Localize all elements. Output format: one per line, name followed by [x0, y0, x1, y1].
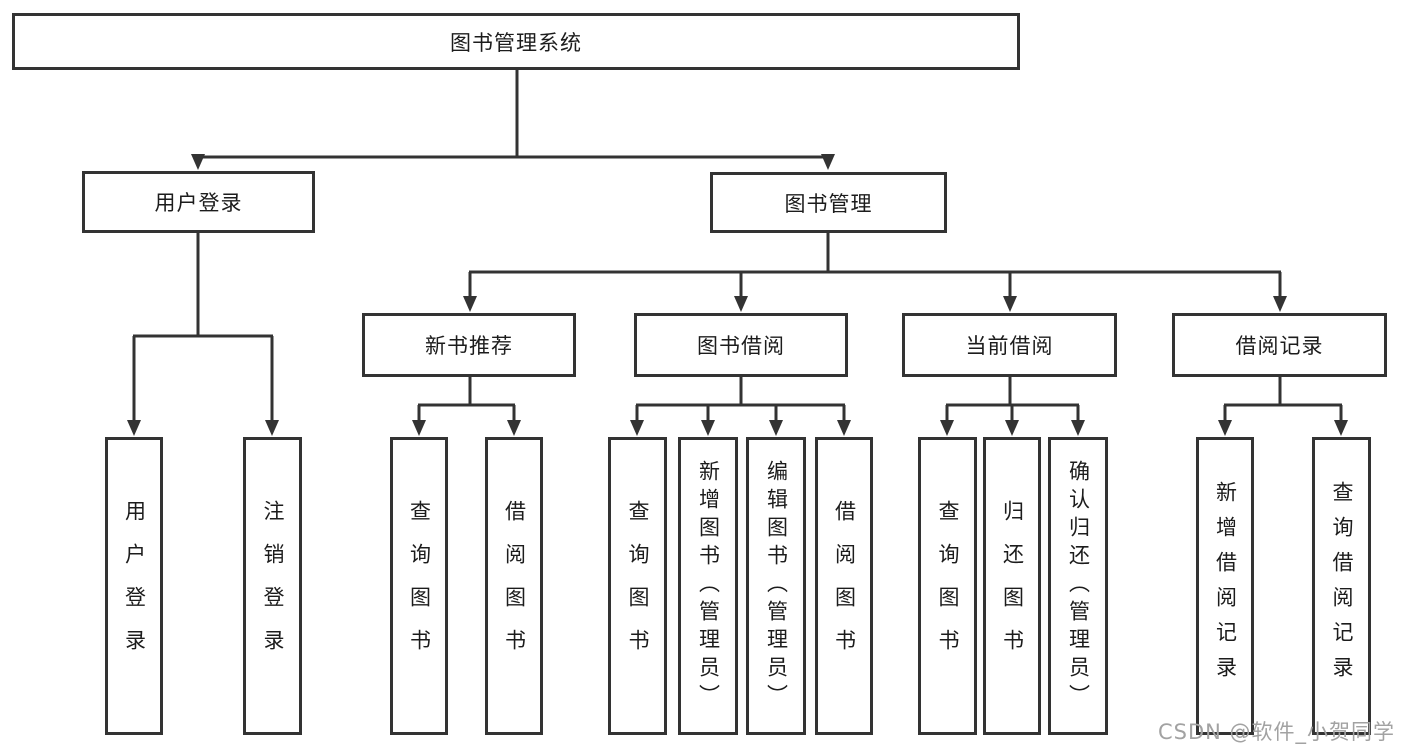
leaf-borrow-books: 借阅图书 [815, 437, 873, 735]
leaf-query-borrow-record: 查询借阅记录 [1312, 437, 1371, 735]
arrow-down-icon [412, 420, 426, 436]
arrow-down-icon [507, 420, 521, 436]
csdn-watermark: CSDN @软件_小贺同学 [1158, 720, 1396, 744]
arrow-down-icon [769, 420, 783, 436]
node-current-borrowing: 当前借阅 [902, 313, 1117, 377]
arrow-down-icon [1334, 420, 1348, 436]
leaf-borrow-books-recommend: 借阅图书 [485, 437, 543, 735]
leaf-query-books-borrow: 查询图书 [608, 437, 667, 735]
arrowhead-icons [127, 154, 1348, 436]
arrow-down-icon [191, 154, 205, 170]
leaf-return-books: 归还图书 [983, 437, 1041, 735]
arrow-down-icon [1273, 296, 1287, 312]
leaf-logout: 注销登录 [243, 437, 302, 735]
leaf-edit-books-admin: 编辑图书（管理员） [746, 437, 806, 735]
node-book-borrowing: 图书借阅 [634, 313, 848, 377]
arrow-down-icon [630, 420, 644, 436]
leaf-query-books-recommend: 查询图书 [390, 437, 448, 735]
leaf-add-borrow-record: 新增借阅记录 [1196, 437, 1254, 735]
arrow-down-icon [1218, 420, 1232, 436]
leaf-query-books-current: 查询图书 [918, 437, 977, 735]
leaf-add-books-admin: 新增图书（管理员） [678, 437, 738, 735]
node-new-book-recommendation: 新书推荐 [362, 313, 576, 377]
arrow-down-icon [1003, 296, 1017, 312]
leaf-user-login: 用户登录 [105, 437, 163, 735]
arrow-down-icon [127, 420, 141, 436]
arrow-down-icon [1005, 420, 1019, 436]
arrow-down-icon [821, 154, 835, 170]
node-book-management: 图书管理 [710, 172, 947, 233]
arrow-down-icon [265, 420, 279, 436]
arrow-down-icon [463, 296, 477, 312]
arrow-down-icon [734, 296, 748, 312]
arrow-down-icon [837, 420, 851, 436]
arrow-down-icon [1071, 420, 1085, 436]
arrow-down-icon [701, 420, 715, 436]
node-user-login: 用户登录 [82, 171, 315, 233]
leaf-confirm-return-admin: 确认归还（管理员） [1048, 437, 1108, 735]
arrow-down-icon [940, 420, 954, 436]
node-borrowing-records: 借阅记录 [1172, 313, 1387, 377]
node-root-library-system: 图书管理系统 [12, 13, 1020, 70]
